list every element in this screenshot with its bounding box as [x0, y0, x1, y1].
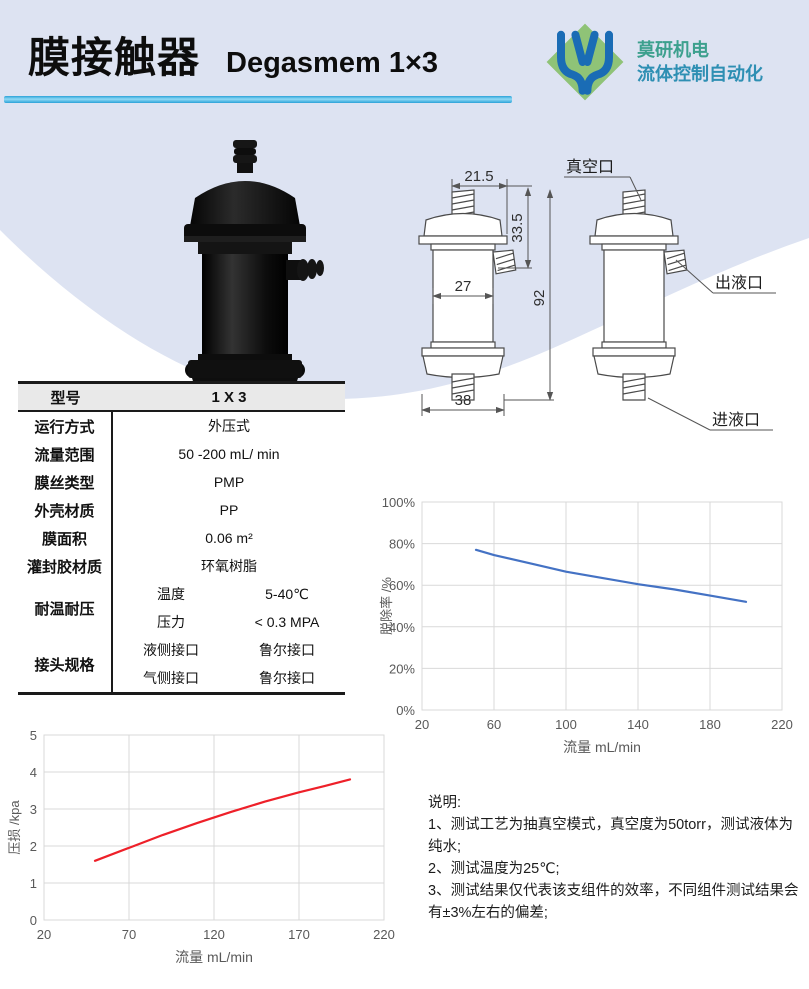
spec-table-body: 运行方式 外压式 流量范围 50 -200 mL/ min 膜丝类型 PMP 外… — [18, 412, 345, 695]
dimension-lines — [421, 179, 554, 416]
table-row: 接头规格 液侧接口 鲁尔接口 气侧接口 鲁尔接口 — [18, 636, 345, 692]
dim-body-width: 27 — [455, 278, 472, 295]
notes-title: 说明: — [428, 795, 462, 811]
subrow-name: 气侧接口 — [143, 670, 199, 686]
svg-text:70: 70 — [122, 927, 136, 942]
subrow-value: 鲁尔接口 — [259, 670, 315, 686]
table-subrow: 液侧接口 鲁尔接口 — [113, 636, 345, 664]
svg-text:220: 220 — [771, 717, 793, 732]
table-row: 灌封胶材质 环氧树脂 — [18, 552, 345, 580]
row-value: 0.06 m² — [205, 530, 253, 546]
row-value: 外压式 — [208, 418, 250, 434]
svg-text:压损 /kpa: 压损 /kpa — [7, 800, 22, 855]
spec-header-label: 型号 — [50, 389, 81, 407]
company-logo: 莫研机电 流体控制自动化 — [545, 22, 763, 102]
subrow-name: 压力 — [157, 614, 185, 630]
removal-rate-chart: 20 60 100 140 180 220 0% 20% 40% 60% 80% 100% 流量 mL/… — [379, 495, 793, 755]
svg-text:1: 1 — [30, 876, 37, 891]
note-item: 2、测试温度为25℃; — [428, 861, 560, 877]
product-title-cn: 膜接触器 — [28, 34, 201, 81]
note-item: 3、测试结果仅代表该支组件的效率，不同组件测试结果会有±3%左右的偏差; — [428, 883, 799, 921]
svg-text:20%: 20% — [389, 661, 415, 676]
pressure-drop-chart: 20 70 120 170 220 0 1 2 3 4 5 流量 mL/min 压损 /kpa — [7, 728, 395, 965]
table-row: 流量范围 50 -200 mL/ min — [18, 440, 345, 468]
svg-text:140: 140 — [627, 717, 649, 732]
device-view-labeled — [589, 189, 688, 401]
svg-text:流量 mL/min: 流量 mL/min — [563, 739, 641, 755]
svg-text:40%: 40% — [389, 620, 415, 635]
svg-text:60%: 60% — [389, 578, 415, 593]
dim-base-width: 38 — [455, 392, 472, 409]
product-photo — [184, 140, 324, 402]
spec-table-header: 型号 1 X 3 — [18, 384, 345, 412]
note-item: 1、测试工艺为抽真空模式，真空度为50torr，测试液体为纯水; — [428, 817, 793, 855]
svg-text:3: 3 — [30, 802, 37, 817]
svg-text:0%: 0% — [396, 703, 415, 718]
svg-text:120: 120 — [203, 927, 225, 942]
logo-tagline: 流体控制自动化 — [637, 64, 763, 84]
row-label: 膜丝类型 — [18, 468, 113, 496]
svg-text:脱除率 /%: 脱除率 /% — [379, 577, 394, 635]
row-value: 环氧树脂 — [201, 558, 257, 574]
row-label: 膜面积 — [18, 524, 113, 552]
svg-text:80%: 80% — [389, 537, 415, 552]
table-subrow: 气侧接口 鲁尔接口 — [113, 664, 345, 692]
table-subrow: 温度 5-40℃ — [113, 580, 345, 608]
technical-drawing: 21.5 33.5 27 92 38 真空口 出液口 进液口 — [418, 158, 776, 431]
svg-text:20: 20 — [415, 717, 429, 732]
svg-text:100%: 100% — [382, 495, 416, 510]
spec-header-value: 1 X 3 — [211, 388, 247, 406]
table-subrow: 压力 < 0.3 MPA — [113, 608, 345, 636]
svg-text:5: 5 — [30, 728, 37, 743]
row-label: 运行方式 — [18, 412, 113, 440]
logo-company-name: 莫研机电 — [637, 40, 709, 60]
title-underline — [4, 96, 512, 103]
svg-text:流量 mL/min: 流量 mL/min — [175, 949, 253, 965]
label-liquid-outlet: 出液口 — [715, 274, 763, 292]
row-label: 灌封胶材质 — [18, 552, 113, 580]
membrane-contactor-device — [184, 140, 324, 402]
svg-text:170: 170 — [288, 927, 310, 942]
notes-block: 说明: 1、测试工艺为抽真空模式，真空度为50torr，测试液体为纯水; 2、测… — [428, 792, 800, 924]
table-row: 运行方式 外压式 — [18, 412, 345, 440]
dim-port-width: 21.5 — [464, 168, 493, 185]
svg-text:220: 220 — [373, 927, 395, 942]
subrow-value: < 0.3 MPA — [254, 614, 320, 630]
dimension-values: 21.5 33.5 27 92 38 — [455, 168, 548, 409]
logo-mark-icon — [546, 23, 624, 101]
logo-text: 莫研机电 流体控制自动化 — [637, 38, 763, 86]
dim-cap-height: 33.5 — [509, 213, 526, 242]
svg-text:20: 20 — [37, 927, 51, 942]
svg-text:2: 2 — [30, 839, 37, 854]
row-label: 接头规格 — [18, 636, 113, 692]
port-labels: 真空口 出液口 进液口 — [566, 158, 763, 429]
row-label: 流量范围 — [18, 440, 113, 468]
row-label: 耐温耐压 — [18, 580, 113, 636]
subrow-name: 温度 — [157, 586, 185, 602]
table-row: 膜面积 0.06 m² — [18, 524, 345, 552]
subrow-value: 鲁尔接口 — [259, 642, 315, 658]
spec-table: 型号 1 X 3 运行方式 外压式 流量范围 50 -200 mL/ min 膜… — [18, 381, 345, 695]
svg-text:100: 100 — [555, 717, 577, 732]
table-row: 耐温耐压 温度 5-40℃ 压力 < 0.3 MPA — [18, 580, 345, 636]
label-liquid-inlet: 进液口 — [712, 411, 760, 429]
table-row: 外壳材质 PP — [18, 496, 345, 524]
product-title-model: Degasmem 1×3 — [226, 47, 439, 79]
row-label: 外壳材质 — [18, 496, 113, 524]
row-value: PMP — [213, 474, 245, 490]
label-vacuum-port: 真空口 — [566, 158, 614, 176]
page-title: 膜接触器 Degasmem 1×3 — [28, 24, 438, 85]
subrow-name: 液侧接口 — [143, 642, 199, 658]
table-row: 膜丝类型 PMP — [18, 468, 345, 496]
subrow-value: 5-40℃ — [265, 585, 309, 602]
row-value: 50 -200 mL/ min — [178, 446, 280, 462]
svg-text:0: 0 — [30, 913, 37, 928]
dim-total-height: 92 — [531, 290, 548, 307]
svg-text:60: 60 — [487, 717, 501, 732]
device-view-dimensioned — [418, 189, 517, 401]
row-value: PP — [219, 502, 239, 518]
leader-lines — [564, 176, 776, 431]
svg-text:180: 180 — [699, 717, 721, 732]
svg-text:4: 4 — [30, 765, 37, 780]
